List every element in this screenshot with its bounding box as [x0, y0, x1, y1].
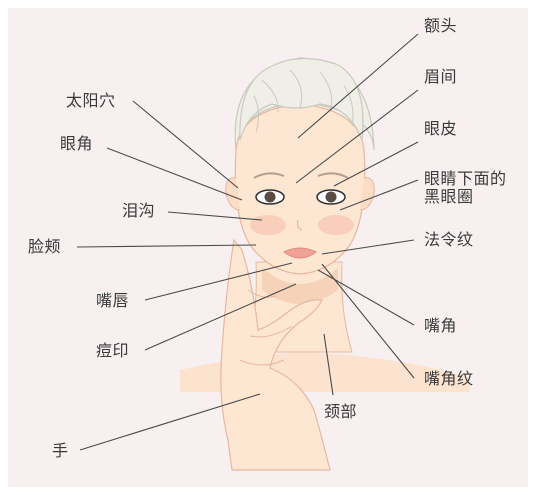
- label-glabella: 眉间: [424, 67, 458, 86]
- hand-shape: [220, 238, 331, 471]
- leader-temple: [132, 100, 239, 189]
- hand-finger-lines: [239, 289, 293, 366]
- label-under-eye: 眼睛下面的 黑眼圈: [424, 169, 507, 206]
- leader-eyelid: [333, 141, 419, 187]
- label-forehead: 额头: [424, 16, 458, 35]
- label-eyelid: 眼皮: [424, 119, 458, 138]
- leader-marionette: [321, 263, 415, 379]
- label-neck: 颈部: [324, 402, 358, 421]
- label-tear-trough: 泪沟: [122, 201, 156, 220]
- leader-glabella: [295, 89, 419, 184]
- leader-lips: [144, 262, 293, 301]
- hair-strands: [253, 69, 354, 133]
- label-marionette: 嘴角纹: [424, 369, 474, 388]
- label-cheek: 脸颊: [28, 237, 62, 256]
- neck-shadow: [262, 268, 338, 304]
- label-hand: 手: [52, 441, 69, 460]
- right-ear: [359, 177, 375, 211]
- leader-lines: [76, 33, 419, 451]
- label-eye-corner: 眼角: [60, 134, 94, 153]
- lips-shape: [283, 247, 317, 259]
- label-lips: 嘴唇: [96, 291, 130, 310]
- leader-eye-corner: [106, 147, 243, 201]
- leader-cheek: [76, 244, 257, 248]
- label-temple: 太阳穴: [66, 91, 116, 110]
- leader-under-eye: [339, 179, 419, 211]
- right-cheek-blush: [318, 215, 354, 235]
- left-eyebrow: [253, 172, 285, 179]
- label-nasolabial: 法令纹: [424, 230, 474, 249]
- leader-neck: [323, 333, 334, 396]
- nose: [296, 219, 303, 231]
- left-cheek-blush: [250, 215, 286, 235]
- leader-nasolabial: [321, 239, 415, 255]
- leader-hand: [79, 393, 261, 451]
- label-mouth-corner: 嘴角: [424, 316, 458, 335]
- leader-acne: [144, 283, 297, 351]
- left-iris: [264, 191, 276, 203]
- label-acne-marks: 痘印: [96, 341, 130, 360]
- right-iris: [325, 191, 337, 203]
- right-eyebrow: [317, 172, 349, 179]
- leader-tear-trough: [167, 211, 263, 221]
- leader-forehead: [297, 33, 419, 139]
